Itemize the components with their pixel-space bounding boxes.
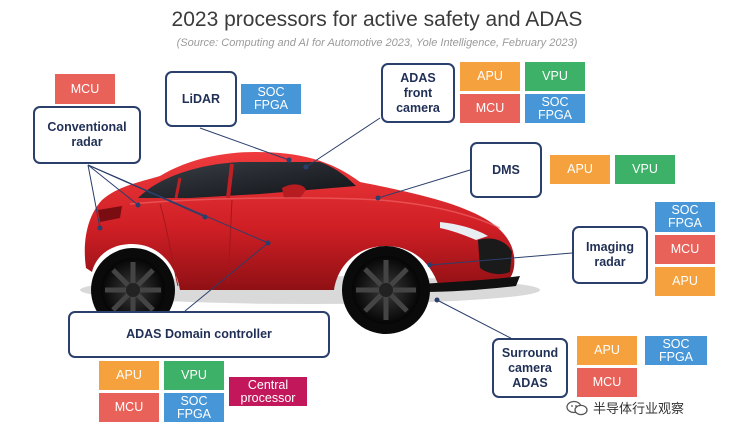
chip-mcu-front-camera: MCU [460,94,520,123]
car-mirror [282,184,306,198]
connector-dots [97,157,440,303]
car-taillight [98,206,122,222]
chip-vpu-domain: VPU [164,361,224,390]
chip-apu-domain: APU [99,361,159,390]
chip-soc-fpga-surround: SOC FPGA [645,336,707,365]
diagram-subtitle: (Source: Computing and AI for Automotive… [176,37,578,49]
box-dms: DMS [470,142,542,198]
chip-soc-fpga-imaging-radar: SOC FPGA [655,202,715,232]
box-adas-domain-controller: ADAS Domain controller [68,311,330,358]
car-door-lines [159,199,233,287]
car-grille [478,238,512,275]
chip-vpu-front-camera: VPU [525,62,585,91]
car-window-divider [226,163,234,199]
chip-mcu-domain: MCU [99,393,159,422]
box-imaging-radar: Imaging radar [572,226,648,284]
chip-mcu-imaging-radar: MCU [655,235,715,264]
chip-vpu-dms: VPU [615,155,675,184]
connector-lines [87,117,573,346]
car-front-splitter [420,276,520,292]
chip-soc-fpga-lidar: SOC FPGA [241,84,301,114]
car-beltline [129,197,501,229]
box-lidar: LiDAR [165,71,237,127]
diagram-title: 2023 processors for active safety and AD… [171,8,583,31]
chip-apu-dms: APU [550,155,610,184]
front-wheel [342,246,430,334]
box-adas-front-camera: ADAS front camera [381,63,455,123]
chip-soc-fpga-front-camera: SOC FPGA [525,94,585,123]
watermark: 半导体行业观察 [566,398,684,417]
chip-apu-front-camera: APU [460,62,520,91]
chip-central-processor-domain: Central processor [229,377,307,406]
chip-apu-surround: APU [577,336,637,365]
chip-soc-fpga-domain: SOC FPGA [164,393,224,422]
chip-mcu-radar: MCU [55,74,115,104]
box-conventional-radar: Conventional radar [33,106,141,164]
chip-mcu-surround: MCU [577,368,637,397]
car-window-divider-rear [174,177,182,199]
box-surround-camera-adas: Surround camera ADAS [492,338,568,398]
chip-apu-imaging-radar: APU [655,267,715,296]
car-headlight [440,222,488,240]
wechat-icon [566,400,588,415]
watermark-text: 半导体行业观察 [593,401,685,416]
